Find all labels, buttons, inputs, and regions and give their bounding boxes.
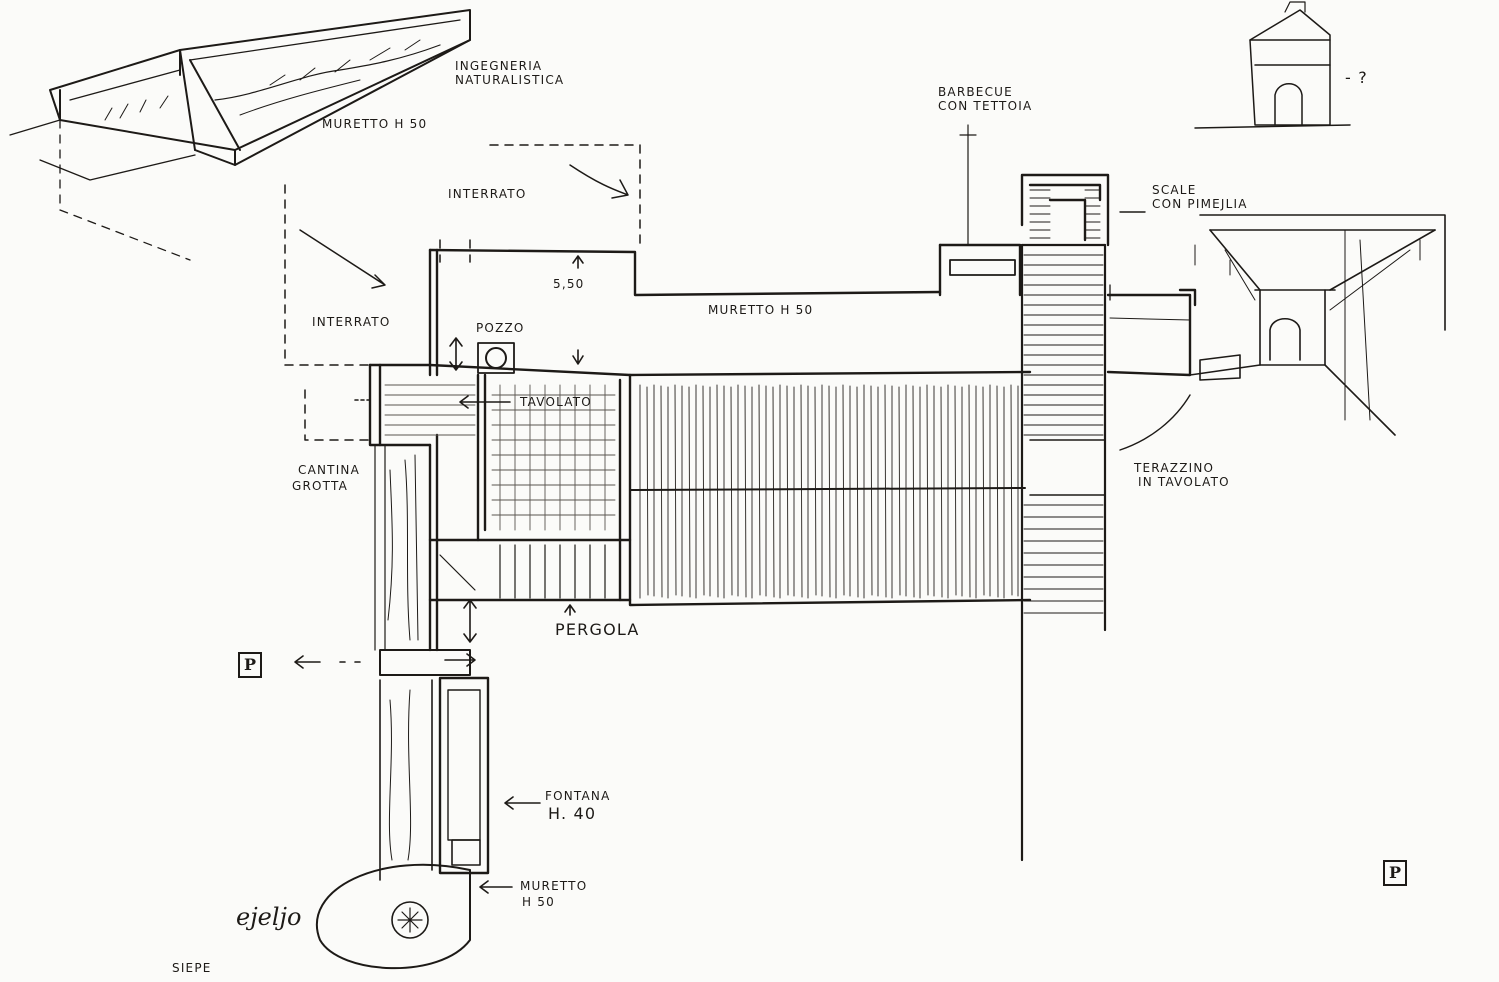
tavolato-hatch xyxy=(384,384,616,531)
dimension-arrows xyxy=(294,255,584,894)
landing-lines xyxy=(1029,439,1106,496)
label-grotta: GROTTA xyxy=(292,479,349,493)
leader-arrow xyxy=(299,229,386,289)
perspective-wall-sketch xyxy=(9,9,471,261)
label-muretto-mid: MURETTO H 50 xyxy=(708,303,814,317)
pergola-beam xyxy=(629,487,1026,491)
label-tavolato: TAVOLATO xyxy=(520,395,592,409)
label-naturalistica: NATURALISTICA xyxy=(455,73,565,87)
label-fontana-height: H. 40 xyxy=(548,804,597,823)
label-barbecue: BARBECUE xyxy=(938,85,1013,99)
label-pergola: PERGOLA xyxy=(555,620,640,639)
label-fontana: FONTANA xyxy=(545,789,611,803)
pozzo-well xyxy=(477,342,515,374)
parking-symbol-left: P xyxy=(238,652,262,678)
label-question: - ? xyxy=(1345,68,1368,87)
label-quota: 5,50 xyxy=(553,277,585,291)
plan-walls xyxy=(368,173,1192,652)
label-siepe: SIEPE xyxy=(172,961,212,975)
label-muretto-bottom-height: H 50 xyxy=(522,895,555,909)
label-scale: SCALE xyxy=(1152,183,1197,197)
pergola-hatch xyxy=(639,384,1019,599)
barbecue xyxy=(949,124,1016,276)
long-staircase xyxy=(1020,189,1107,862)
house-sketch xyxy=(1194,1,1351,129)
label-cantina: CANTINA xyxy=(298,463,361,477)
detail-mark xyxy=(1178,288,1197,307)
label-interrato-left: INTERRATO xyxy=(312,315,391,329)
interrato-outline xyxy=(284,144,641,441)
label-interrato-top: INTERRATO xyxy=(448,187,527,201)
label-muretto-top: MURETTO H 50 xyxy=(322,117,428,131)
label-pozzo: POZZO xyxy=(476,321,525,335)
label-muretto-bottom: MURETTO xyxy=(520,879,588,893)
label-in-tavolato: IN TAVOLATO xyxy=(1138,475,1230,489)
circular-fountain xyxy=(316,863,471,970)
pergola-strip-hatch xyxy=(439,544,606,599)
label-terrazzino: TERAZZINO xyxy=(1134,461,1215,475)
signature: ejeljo xyxy=(236,903,302,931)
fontana-channel xyxy=(374,444,490,881)
perspective-terrace-sketch xyxy=(1109,214,1446,436)
label-con-pimejlia: CON PIMEJLIA xyxy=(1152,197,1248,211)
leader-line xyxy=(1119,394,1191,451)
label-ingegneria: INGEGNERIA xyxy=(455,59,543,73)
parking-symbol-right: P xyxy=(1383,860,1407,886)
leader-arrow xyxy=(569,164,629,199)
label-con-tettoia: CON TETTOIA xyxy=(938,99,1033,113)
